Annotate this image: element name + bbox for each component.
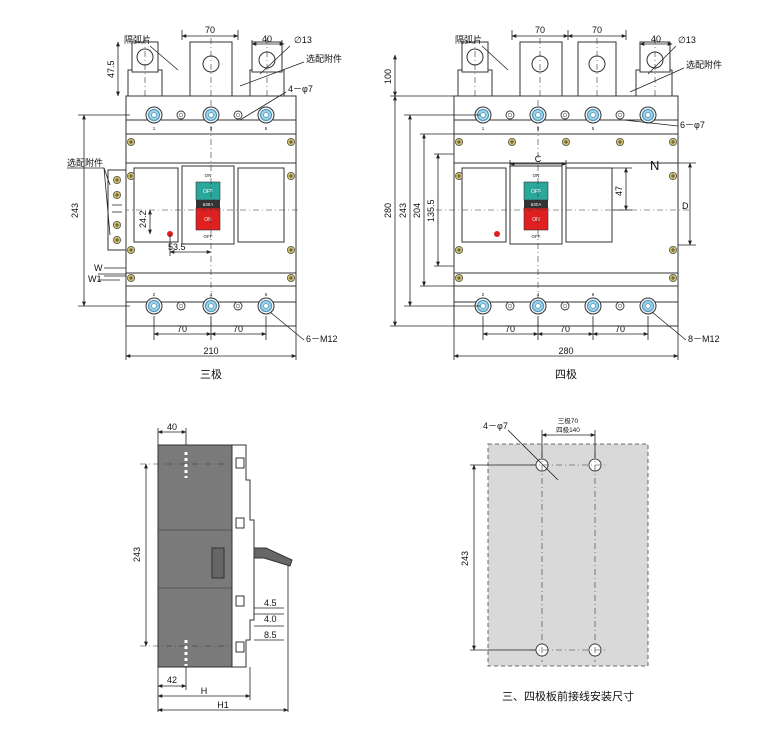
dim-47: 47: [614, 186, 624, 196]
dim-panel-height: 243: [460, 551, 470, 566]
pole-number: 5: [265, 126, 268, 131]
off-label: OFF: [531, 189, 541, 195]
dim-pitch: 70: [560, 324, 570, 334]
terminal-hole-label: ∅13: [678, 35, 696, 45]
rating-label: 630A: [203, 202, 214, 207]
four-pole-view: ON OFF 630A ON OFF 1 3 5 2 4 6: [383, 25, 722, 381]
pole-number: 3: [537, 126, 540, 131]
on-label-top: ON: [533, 173, 540, 178]
dim-pitch: 70: [615, 324, 625, 334]
trip-indicator: [494, 231, 500, 237]
pole-number: 6: [592, 292, 595, 297]
neutral-label: N: [650, 158, 659, 173]
dim-width: 210: [203, 346, 218, 356]
spacing-three-pole: 三极70: [558, 416, 579, 425]
optional-accessory-label: 选配附件: [686, 59, 722, 70]
off-label-bottom: OFF: [204, 234, 213, 239]
dim-terminal-pitch: 40: [262, 34, 272, 44]
dim-handle-offset: 24.2: [138, 210, 148, 228]
dim-pitch-left: 70: [177, 324, 187, 334]
pole-number: 5: [592, 126, 595, 131]
pole-number: 1: [153, 126, 156, 131]
dim-height-204: 204: [412, 203, 422, 218]
dim-height-243: 243: [398, 203, 408, 218]
dim-terminal-width: 70: [592, 25, 602, 35]
dim-h1: H1: [217, 700, 229, 710]
mount-holes-label: 4－φ7: [288, 84, 313, 94]
side-accessory: [107, 169, 127, 251]
off-label-bottom: OFF: [532, 234, 541, 239]
off-label: OFF: [203, 189, 213, 195]
on-label-top: ON: [205, 173, 212, 178]
caption-four-pole: 四极: [555, 367, 577, 381]
panel-holes-label: 4－φ7: [483, 421, 508, 431]
dim-handle-x: 53.5: [168, 242, 186, 252]
handle-window-4p: ON OFF 630A ON OFF: [523, 173, 549, 239]
dim-side-height: 243: [132, 547, 142, 562]
caption-three-pole: 三极: [200, 367, 222, 381]
bolts-label: 6－M12: [306, 334, 338, 344]
dim-c: C: [535, 154, 542, 164]
arc-barrier-label: 隔弧片: [455, 34, 482, 45]
pole-number: 3: [210, 126, 213, 131]
dim-d: D: [682, 201, 689, 211]
arc-barrier-label: 隔弧片: [124, 34, 151, 45]
pole-number: 1: [482, 126, 485, 131]
caption-panel: 三、四极板前接线安装尺寸: [502, 689, 634, 703]
dim-terminal-width: 70: [535, 25, 545, 35]
dim-w: W: [94, 263, 103, 273]
dim-terminal-pitch: 40: [651, 34, 661, 44]
on-label-red: ON: [204, 217, 212, 223]
dim-height: 243: [70, 203, 80, 218]
on-label-red: ON: [532, 217, 540, 223]
dim-height-280: 280: [383, 203, 393, 218]
dim-h: H: [201, 686, 208, 696]
dim-pitch-right: 70: [233, 324, 243, 334]
terminal-hole-label: ∅13: [294, 35, 312, 45]
mount-holes-label: 6－φ7: [680, 120, 705, 130]
pole-number: 2: [482, 292, 485, 297]
rating-label: 630A: [531, 202, 542, 207]
pole-number: 6: [265, 292, 268, 297]
dim-height-100: 100: [383, 69, 393, 84]
bolts-label: 8－M12: [688, 334, 720, 344]
dim-w1: W1: [88, 274, 102, 284]
dim-4-5: 4.5: [264, 598, 277, 608]
dim-bottom-42: 42: [167, 675, 177, 685]
pole-number: 4: [537, 292, 540, 297]
pole-number: 4: [210, 292, 213, 297]
optional-accessory-label: 选配附件: [306, 53, 342, 64]
dim-8-5: 8.5: [264, 630, 277, 640]
side-accessory-label: 选配附件: [67, 157, 103, 168]
dim-pitch: 70: [505, 324, 515, 334]
pole-number: 2: [153, 292, 156, 297]
dim-top-width: 40: [167, 422, 177, 432]
spacing-four-pole: 四极140: [556, 425, 580, 434]
dim-height-135: 135.5: [426, 199, 436, 222]
dim-terminal-width: 70: [205, 25, 215, 35]
dim-width: 280: [558, 346, 573, 356]
side-view: 40 243 4.5 4.0 8.5 42 H H1: [132, 422, 293, 712]
three-pole-view: ON OFF 630A ON OFF 1 3 5 2 4 6: [67, 25, 342, 381]
terminal-plates-4p: [457, 38, 673, 100]
handle-window-3p: ON OFF 630A ON OFF: [195, 173, 221, 239]
dim-4-0: 4.0: [264, 614, 277, 624]
dim-height-top: 47.5: [106, 60, 116, 78]
terminal-plates: [127, 38, 285, 100]
panel-cutout-view: 243 三极70 四极140 4－φ7 三、四极板前接线安装尺寸: [460, 416, 649, 703]
